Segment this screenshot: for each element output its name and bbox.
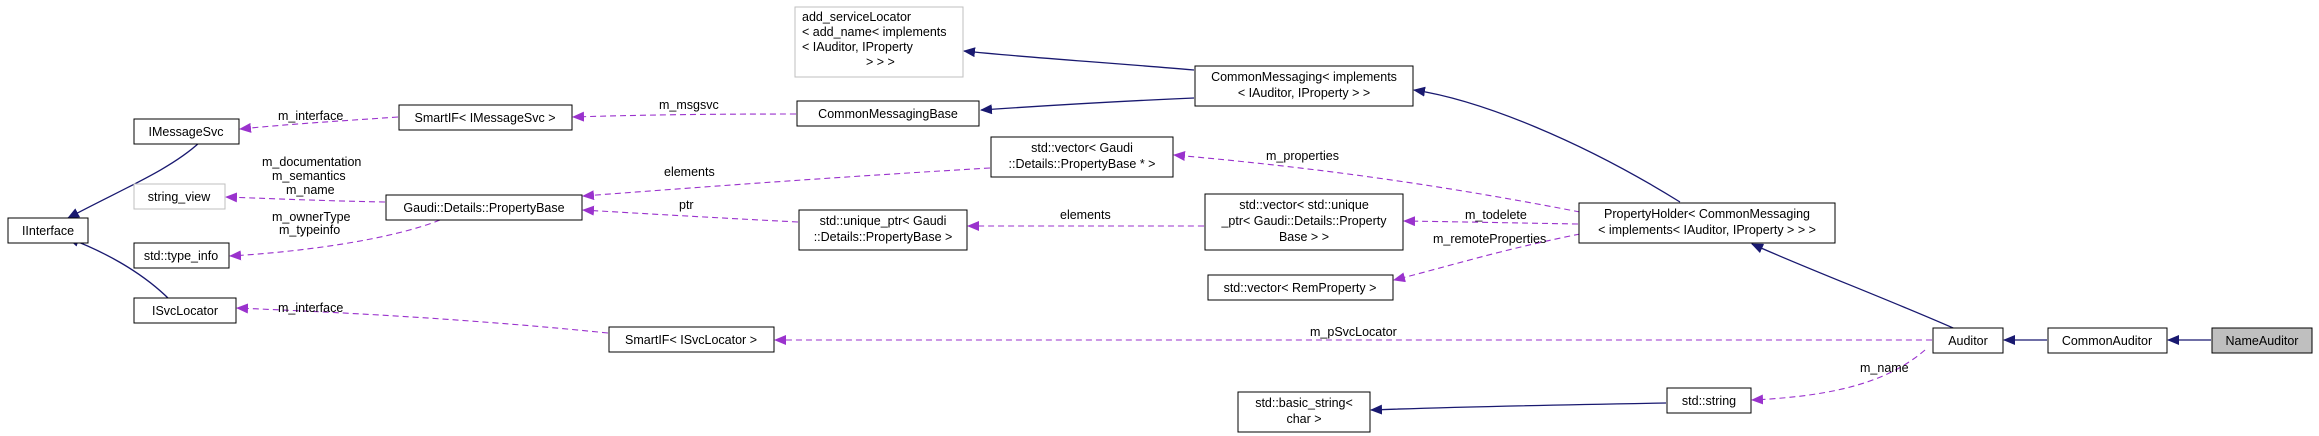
edge-imessagesvc-to-iinterface — [67, 141, 201, 219]
svg-text:IMessageSvc: IMessageSvc — [148, 125, 223, 139]
label-m-interface-msgsvc: m_interface — [278, 109, 343, 123]
edge-propertybase-to-typeinfo — [229, 219, 441, 261]
edge-propertyholder-to-commonmessaging — [1413, 86, 1681, 203]
node-auditor[interactable]: Auditor — [1932, 327, 2004, 354]
label-ptr: ptr — [679, 198, 694, 212]
usage-edges — [225, 111, 1932, 405]
node-iinterface[interactable]: IInterface — [7, 217, 89, 244]
svg-text:CommonMessagingBase: CommonMessagingBase — [818, 107, 958, 121]
node-smartif-isvclocator[interactable]: SmartIF< ISvcLocator > — [608, 326, 775, 353]
edge-commonmessaging-to-addservicelocator — [963, 47, 1195, 71]
svg-text:ISvcLocator: ISvcLocator — [152, 304, 218, 318]
svg-text:IInterface: IInterface — [22, 224, 74, 238]
node-unique-ptr-propertybase[interactable]: std::unique_ptr< Gaudi::Details::Propert… — [798, 209, 968, 251]
node-imessagesvc[interactable]: IMessageSvc — [133, 118, 240, 145]
label-m-semantics: m_semantics — [272, 169, 346, 183]
edge-uniqueptr-to-propertybase — [582, 205, 799, 223]
svg-text:std::basic_string<char >: std::basic_string<char > — [1255, 396, 1353, 426]
label-m-ownertype: m_ownerType — [272, 210, 351, 224]
edge-commonmessagingbase-to-smartif-msgsvc — [572, 111, 797, 122]
svg-text:SmartIF< IMessageSvc >: SmartIF< IMessageSvc > — [414, 111, 555, 125]
edge-propertyholder-to-vectorptr — [1173, 150, 1581, 213]
label-m-msgsvc: m_msgsvc — [659, 98, 719, 112]
edge-propertyholder-to-vectoruniqueptr — [1403, 216, 1579, 227]
svg-text:PropertyHolder< CommonMessagin: PropertyHolder< CommonMessaging< impleme… — [1598, 207, 1816, 237]
nodes: add_serviceLocator< add_name< implements… — [7, 6, 2313, 433]
svg-text:Gaudi::Details::PropertyBase: Gaudi::Details::PropertyBase — [403, 201, 564, 215]
svg-text:add_serviceLocator< add_name<: add_serviceLocator< add_name< implements… — [802, 10, 947, 69]
edge-labels: m_interface m_msgsvc m_documentation m_s… — [262, 98, 1909, 375]
svg-text:std::unique_ptr< Gaudi::Detail: std::unique_ptr< Gaudi::Details::Propert… — [814, 214, 953, 244]
svg-text:std::vector< Gaudi::Details::P: std::vector< Gaudi::Details::PropertyBas… — [1009, 141, 1156, 171]
node-vector-unique-ptr-propertybase[interactable]: std::vector< std::unique_ptr< Gaudi::Det… — [1204, 193, 1404, 251]
node-commonmessaging[interactable]: CommonMessaging< implements< IAuditor, I… — [1194, 65, 1414, 107]
svg-text:SmartIF< ISvcLocator >: SmartIF< ISvcLocator > — [625, 333, 757, 347]
edge-smartif-svclocator-to-isvclocator — [236, 303, 609, 334]
node-vector-propertybase-ptr[interactable]: std::vector< Gaudi::Details::PropertyBas… — [990, 136, 1174, 178]
node-propertyholder[interactable]: PropertyHolder< CommonMessaging< impleme… — [1578, 202, 1836, 244]
node-gaudi-details-propertybase[interactable]: Gaudi::Details::PropertyBase — [385, 194, 583, 221]
edge-stdstring-to-basicstring — [1370, 402, 1667, 415]
node-string-view[interactable]: string_view — [133, 183, 226, 210]
label-m-interface-svclocator: m_interface — [278, 301, 343, 315]
label-m-typeinfo: m_typeinfo — [279, 223, 340, 237]
node-vector-remproperty[interactable]: std::vector< RemProperty > — [1207, 274, 1394, 301]
svg-text:CommonAuditor: CommonAuditor — [2062, 334, 2152, 348]
label-elements-uniqueptr: elements — [1060, 208, 1111, 222]
svg-text:std::string: std::string — [1682, 394, 1736, 408]
node-std-string[interactable]: std::string — [1666, 387, 1752, 414]
node-commonauditor[interactable]: CommonAuditor — [2047, 327, 2168, 354]
svg-text:std::type_info: std::type_info — [144, 249, 218, 263]
node-std-type-info[interactable]: std::type_info — [133, 242, 230, 269]
node-add-servicelocator[interactable]: add_serviceLocator< add_name< implements… — [794, 6, 964, 78]
svg-text:string_view: string_view — [148, 190, 211, 204]
node-std-basic-string[interactable]: std::basic_string<char > — [1237, 391, 1371, 433]
edge-propertyholder-to-vectorremproperty — [1393, 233, 1581, 283]
edge-vectorptr-to-propertybase — [582, 167, 991, 201]
svg-text:Auditor: Auditor — [1948, 334, 1988, 348]
node-commonmessagingbase[interactable]: CommonMessagingBase — [796, 100, 980, 127]
label-m-remoteproperties: m_remoteProperties — [1433, 232, 1546, 246]
node-smartif-imessagesvc[interactable]: SmartIF< IMessageSvc > — [398, 104, 573, 131]
label-m-name-auditor: m_name — [1860, 361, 1909, 375]
node-isvclocator[interactable]: ISvcLocator — [133, 297, 237, 324]
label-m-todelete: m_todelete — [1465, 208, 1527, 222]
svg-text:std::vector< RemProperty >: std::vector< RemProperty > — [1224, 281, 1377, 295]
label-m-name-propertybase: m_name — [286, 183, 335, 197]
edge-auditor-to-propertyholder — [1751, 243, 1961, 332]
svg-text:CommonMessaging< implements< I: CommonMessaging< implements< IAuditor, I… — [1211, 70, 1397, 100]
svg-text:std::vector< std::unique_ptr<: std::vector< std::unique_ptr< Gaudi::Det… — [1220, 198, 1387, 244]
edge-smartif-msgsvc-to-imessagesvc — [239, 116, 399, 133]
label-m-psvclocator: m_pSvcLocator — [1310, 325, 1397, 339]
svg-text:NameAuditor: NameAuditor — [2226, 334, 2299, 348]
label-m-properties: m_properties — [1266, 149, 1339, 163]
label-m-documentation: m_documentation — [262, 155, 361, 169]
edge-commonmessaging-to-commonmessagingbase — [980, 97, 1195, 115]
node-nameauditor[interactable]: NameAuditor — [2211, 327, 2313, 354]
edge-propertybase-to-stringview — [225, 192, 386, 203]
label-elements-vector: elements — [664, 165, 715, 179]
inheritance-edges — [67, 47, 2211, 415]
edge-auditor-to-stdstring — [1751, 349, 1926, 405]
